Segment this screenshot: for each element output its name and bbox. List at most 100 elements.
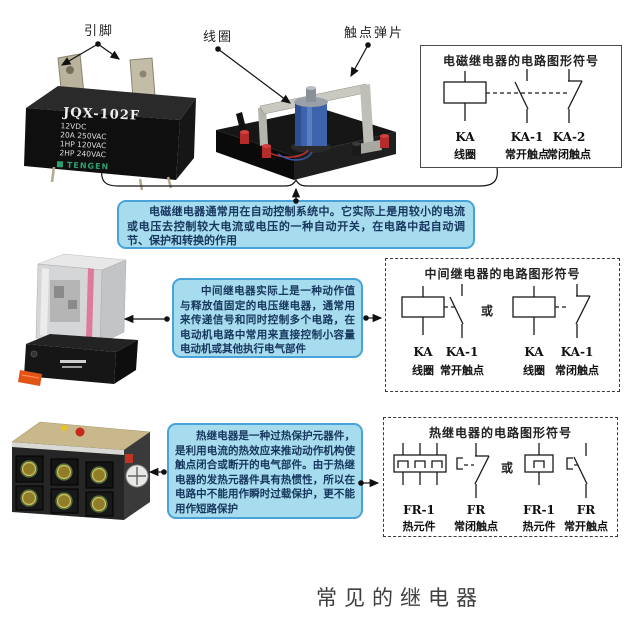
clip-highlight [21,374,40,379]
relay-spec-line: 2HP 240VAC [59,148,106,159]
electromagnetic-relay-description: 电磁继电器通常用在自动控制系统中。它实际上是用较小的电流或电压去控制较大电流或电… [117,200,475,249]
model-right-frame [360,84,374,150]
terminal-washer [20,489,38,507]
nc-contact-name: 常闭触点 [547,147,591,161]
socket-screw [30,350,38,358]
no-contact-name: 常开触点 [505,147,549,161]
model-frame-foot [358,140,382,154]
nc-contact-code: KA-1 [561,345,594,359]
relay-model-text: JQX-102F [62,105,140,123]
socket-label-text [60,360,86,363]
pointer-dot [215,46,221,52]
relay-body-top [26,86,196,120]
thermal-relay-photo [11,421,151,520]
binding-post-red [262,146,271,158]
heater-name: 热元件 [523,519,556,533]
page-title: 常见的继电器 [316,586,484,610]
model-wire-blue [277,151,313,161]
no-contact-symbol [514,69,529,123]
coil-symbol [401,286,445,335]
binding-post-red [380,136,389,148]
pointer-dot [164,316,170,322]
coil-highlight [307,102,312,146]
terminal-washer [90,495,108,513]
model-wire-red [267,149,309,158]
pin-tab-hole [66,66,74,74]
nc-contact-code: KA-2 [553,130,586,144]
binding-post-top [262,144,271,148]
no-contact-symbol [449,284,464,338]
socket-front [24,344,116,384]
terminal-washer [90,466,108,484]
no-contact-code: KA-1 [446,345,479,359]
thermal-relay-symbols: 或 FR-1 FR FR-1 FR 热元件 常闭触点 热元件 常开触点 [393,443,608,533]
intermediate-relay-description: 中间继电器实际上是一种动作值与释放值固定的电压继电器，通常用来传递信号和同时控制… [172,278,363,358]
terminal-blocks [15,455,114,517]
thermal-relay-description: 热继电器是一种过热保护元器件，是利用电流的热效应来推动动作机构使触点闭合或断开的… [167,423,363,519]
socket-label-text [62,366,82,368]
terminal-washer [55,492,73,510]
pointer-dot [161,469,167,475]
relay-pin-tab [129,57,156,99]
coil-code: KA [524,345,544,359]
coil-name: 线圈 [523,363,545,377]
heater-name: 热元件 [403,519,436,533]
nc-contact-name: 常闭触点 [454,519,498,533]
terminal-screw [21,490,37,506]
yellow-indicator [61,425,67,431]
terminal-washer [20,460,38,478]
heater-code: FR-1 [403,503,435,517]
thermal-relay-symbols-box: 热继电器的电路图形符号 或 [383,417,618,537]
socket-orange-clip [18,370,42,386]
binding-post-top [352,142,361,146]
terminal-screw [91,467,107,483]
heater-element-symbol [393,443,447,485]
no-contact-symbol [566,443,588,498]
coil-shadow [295,102,301,146]
contact-spring-label: 触点弹片 [344,26,405,41]
or-label: 或 [501,460,513,475]
no-contact-name: 常开触点 [564,519,608,533]
binding-post-black [352,144,361,156]
pointer-dot [363,315,369,321]
pin-tab-hole [139,70,147,78]
coil-core-top [306,86,316,90]
electromagnetic-relay-photo: JQX-102F 12VDC 20A 250VAC 1HP 120VAC 2HP… [24,53,196,191]
coil-label: 线圈 [203,30,234,45]
cover-highlight [40,268,49,336]
intermediate-relay-symbols: 或 KA KA-1 KA KA-1 线圈 常开触点 线圈 常闭触点 [401,284,599,377]
mechanism-detail [68,300,77,309]
socket-top [26,334,138,352]
intermediate-relay-symbols-box: 中间继电器的电路图形符号 或 [385,258,620,392]
binding-post-top [380,134,389,138]
thermal-symbols-title: 热继电器的电路图形符号 [428,426,572,440]
nc-contact-symbol [567,69,583,123]
red-indicator [75,427,85,437]
electromagnetic-relay-symbols: KA KA-1 KA-2 线圈 常开触点 常闭触点 [443,69,591,161]
coil-core [306,88,316,102]
coil-code: KA [455,130,475,144]
terminal-screw [91,496,107,512]
nc-contact-code: FR [467,503,487,517]
cover-side [99,259,127,345]
intermediate-relay-photo [18,253,138,386]
relay-body-side [176,98,196,180]
pin-label: 引脚 [84,24,115,39]
no-contact-code: FR [577,503,597,517]
pointer-dot [365,42,371,48]
thermal-actuator-hook [566,457,573,470]
relay-pin [138,178,144,191]
front-white-strip [12,442,124,455]
coil-name: 线圈 [454,147,476,161]
no-contact-name: 常开触点 [440,363,484,377]
relay-spec-line: 1HP 120VAC [60,139,107,150]
coil-code: KA [413,345,433,359]
nc-contact-name: 常闭触点 [555,363,599,377]
heater-code: FR-1 [523,503,555,517]
relay-body-print: JQX-102F 12VDC 20A 250VAC 1HP 120VAC 2HP… [56,105,140,171]
mechanism-detail [54,286,64,298]
reset-button [125,454,133,463]
coil-name: 线圈 [412,363,434,377]
model-base-front [216,130,294,180]
nc-contact-symbol [456,443,490,498]
